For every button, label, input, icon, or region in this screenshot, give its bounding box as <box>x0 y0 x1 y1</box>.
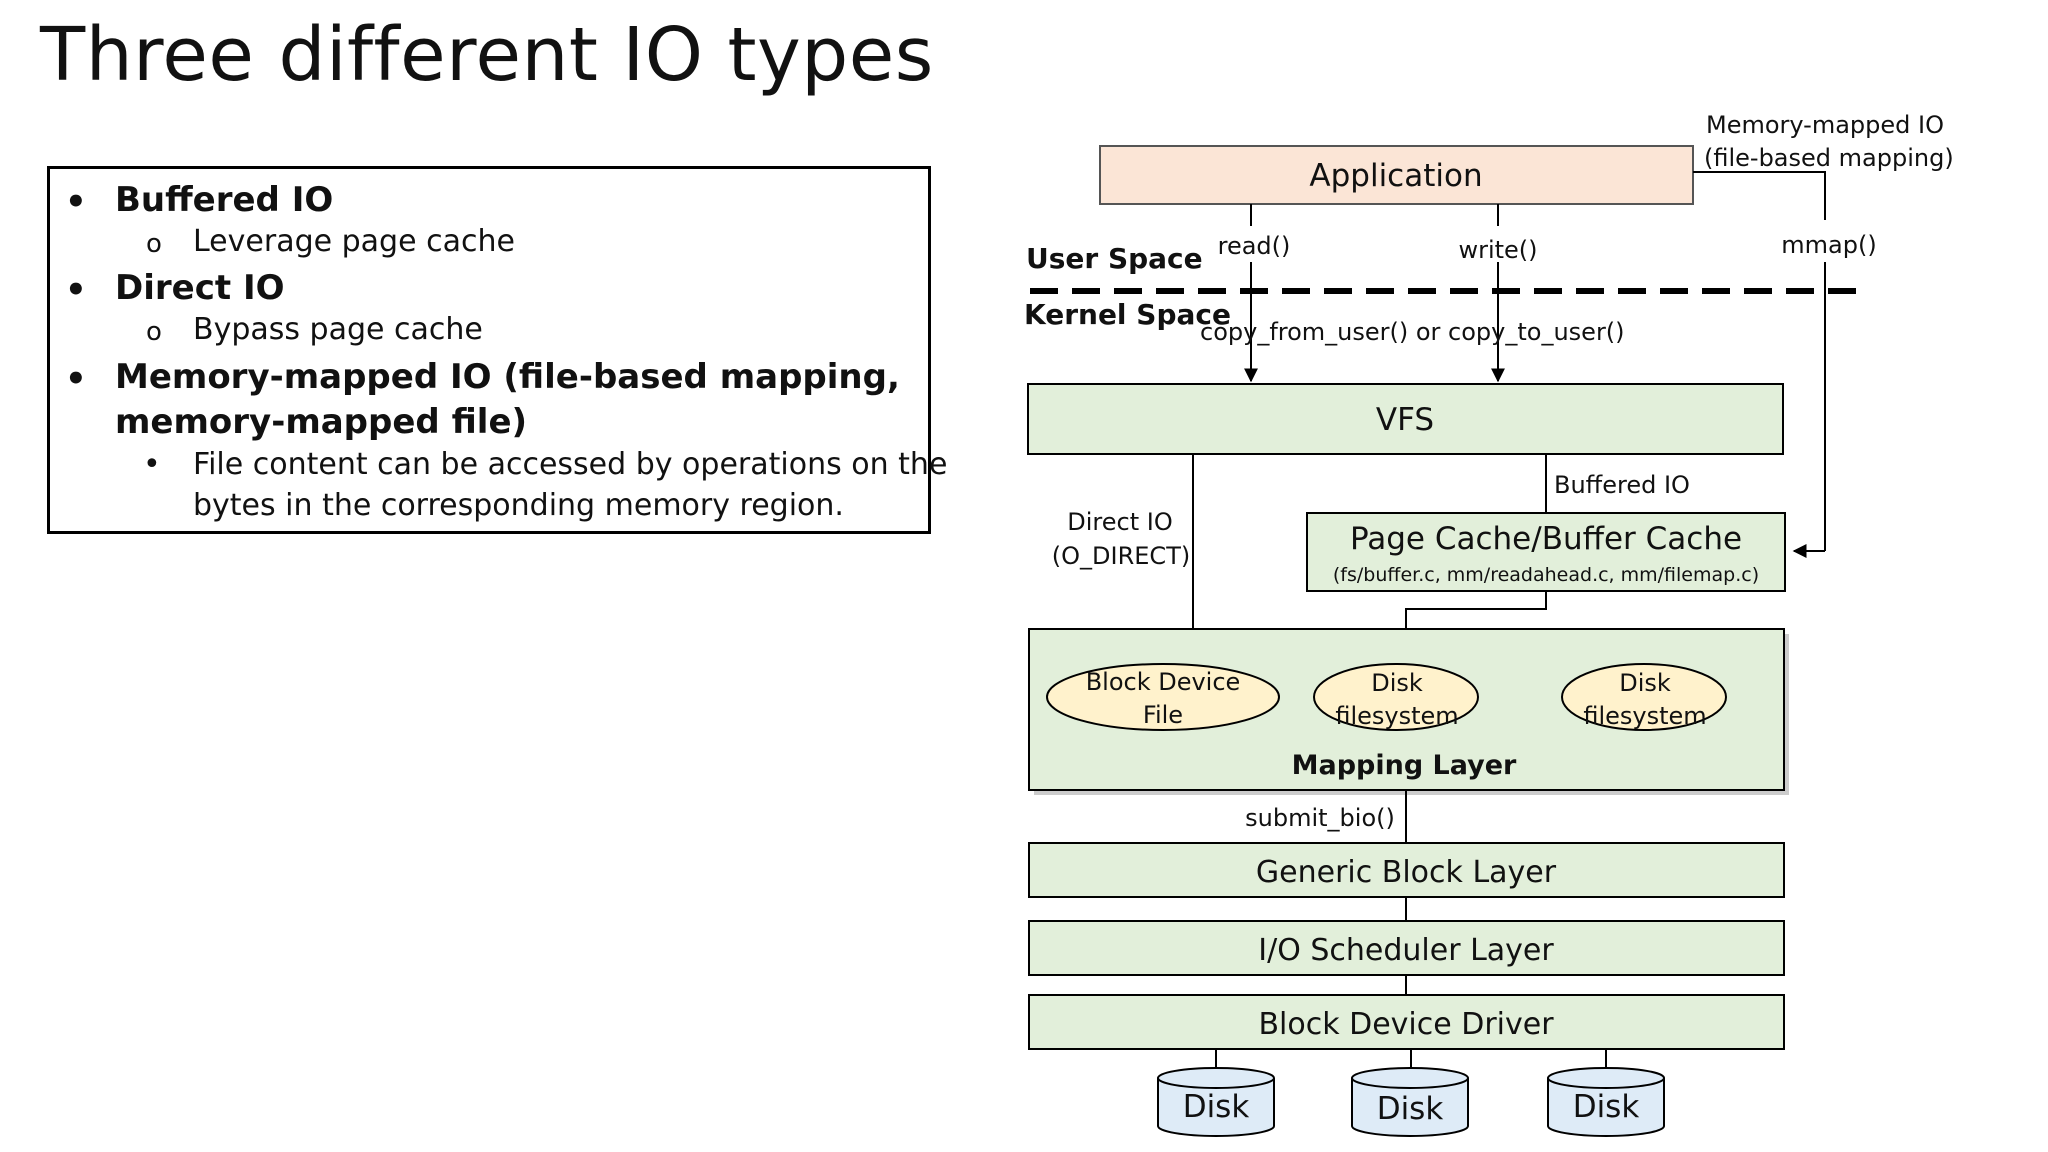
submit-bio-label: submit_bio() <box>1245 804 1395 832</box>
direct-io-label-line2: (O_DIRECT) <box>1052 542 1190 570</box>
bullet-box: • Buffered IO o Leverage page cache • Di… <box>47 166 947 534</box>
bullet-marker: • <box>65 270 87 310</box>
page-cache-title: Page Cache/Buffer Cache <box>1350 521 1742 557</box>
mmap-note-line1: Memory-mapped IO <box>1706 111 1944 139</box>
sub-bullet-marker: o <box>146 229 162 259</box>
block-device-file-node <box>1046 663 1280 731</box>
disk-icon <box>1547 1078 1665 1137</box>
disk-filesystem-label-line2: filesystem <box>1335 702 1458 730</box>
application-box <box>1099 145 1694 205</box>
bullet-buffered-io: Buffered IO <box>115 180 334 220</box>
bullet-mmap-io-line1: Memory-mapped IO (file-based mapping, <box>115 357 900 397</box>
bullet-direct-io: Direct IO <box>115 268 285 308</box>
io-scheduler-layer-label: I/O Scheduler Layer <box>1258 933 1554 968</box>
generic-block-layer-box <box>1028 842 1785 898</box>
copy-calls-label: copy_from_user() or copy_to_user() <box>1200 318 1625 346</box>
bullet-marker: • <box>65 359 87 399</box>
slide-title: Three different IO types <box>40 12 934 98</box>
disk-label: Disk <box>1377 1091 1444 1127</box>
read-call-label: read() <box>1218 232 1291 260</box>
page-cache-to-mapping-connector <box>1405 591 1547 628</box>
bullet-buffered-io-detail: Leverage page cache <box>193 224 515 259</box>
block-device-file-label-line1: Block Device <box>1086 668 1241 696</box>
page-cache-files: (fs/buffer.c, mm/readahead.c, mm/filemap… <box>1333 564 1759 586</box>
mapping-layer-label: Mapping Layer <box>1292 750 1517 781</box>
mmap-call-label: mmap() <box>1781 231 1876 259</box>
user-space-label: User Space <box>1026 242 1203 275</box>
block-device-driver-label: Block Device Driver <box>1258 1007 1554 1042</box>
bullet-marker: • <box>65 182 87 222</box>
block-device-driver-box <box>1028 994 1785 1050</box>
block-device-file-label-line2: File <box>1143 701 1183 729</box>
io-scheduler-layer-box <box>1028 920 1785 976</box>
mmap-note-line2: (file-based mapping) <box>1704 144 1954 172</box>
disk-filesystem-label-line2: filesystem <box>1583 702 1706 730</box>
page-cache-box <box>1306 512 1786 592</box>
disk-icon <box>1351 1078 1469 1137</box>
bullet-mmap-io-line2: memory-mapped file) <box>115 402 528 442</box>
disk-icon-top <box>1351 1067 1469 1089</box>
disk-label: Disk <box>1573 1089 1640 1125</box>
application-label: Application <box>1309 158 1482 194</box>
disk-icon <box>1157 1078 1275 1137</box>
bullet-mmap-io-detail-line2: bytes in the corresponding memory region… <box>193 488 844 523</box>
bullet-direct-io-detail: Bypass page cache <box>193 312 483 347</box>
sub-bullet-marker: • <box>143 447 161 482</box>
disk-filesystem-node <box>1561 663 1727 731</box>
disk-icon-top <box>1547 1067 1665 1089</box>
generic-block-layer-label: Generic Block Layer <box>1256 855 1557 890</box>
disk-filesystem-label-line1: Disk <box>1619 669 1671 697</box>
direct-io-label-line1: Direct IO <box>1067 508 1172 536</box>
disk-filesystem-node <box>1313 663 1479 731</box>
bullet-mmap-io-detail-line1: File content can be accessed by operatio… <box>193 447 948 482</box>
disk-filesystem-label-line1: Disk <box>1371 669 1423 697</box>
sub-bullet-marker: o <box>146 317 162 347</box>
vfs-box <box>1027 383 1784 455</box>
disk-label: Disk <box>1183 1089 1250 1125</box>
kernel-space-label: Kernel Space <box>1024 298 1231 331</box>
mmap-connector <box>1693 171 1826 220</box>
buffered-io-label: Buffered IO <box>1554 471 1690 499</box>
write-call-label: write() <box>1458 236 1537 264</box>
vfs-label: VFS <box>1376 402 1434 438</box>
disk-icon-top <box>1157 1067 1275 1089</box>
